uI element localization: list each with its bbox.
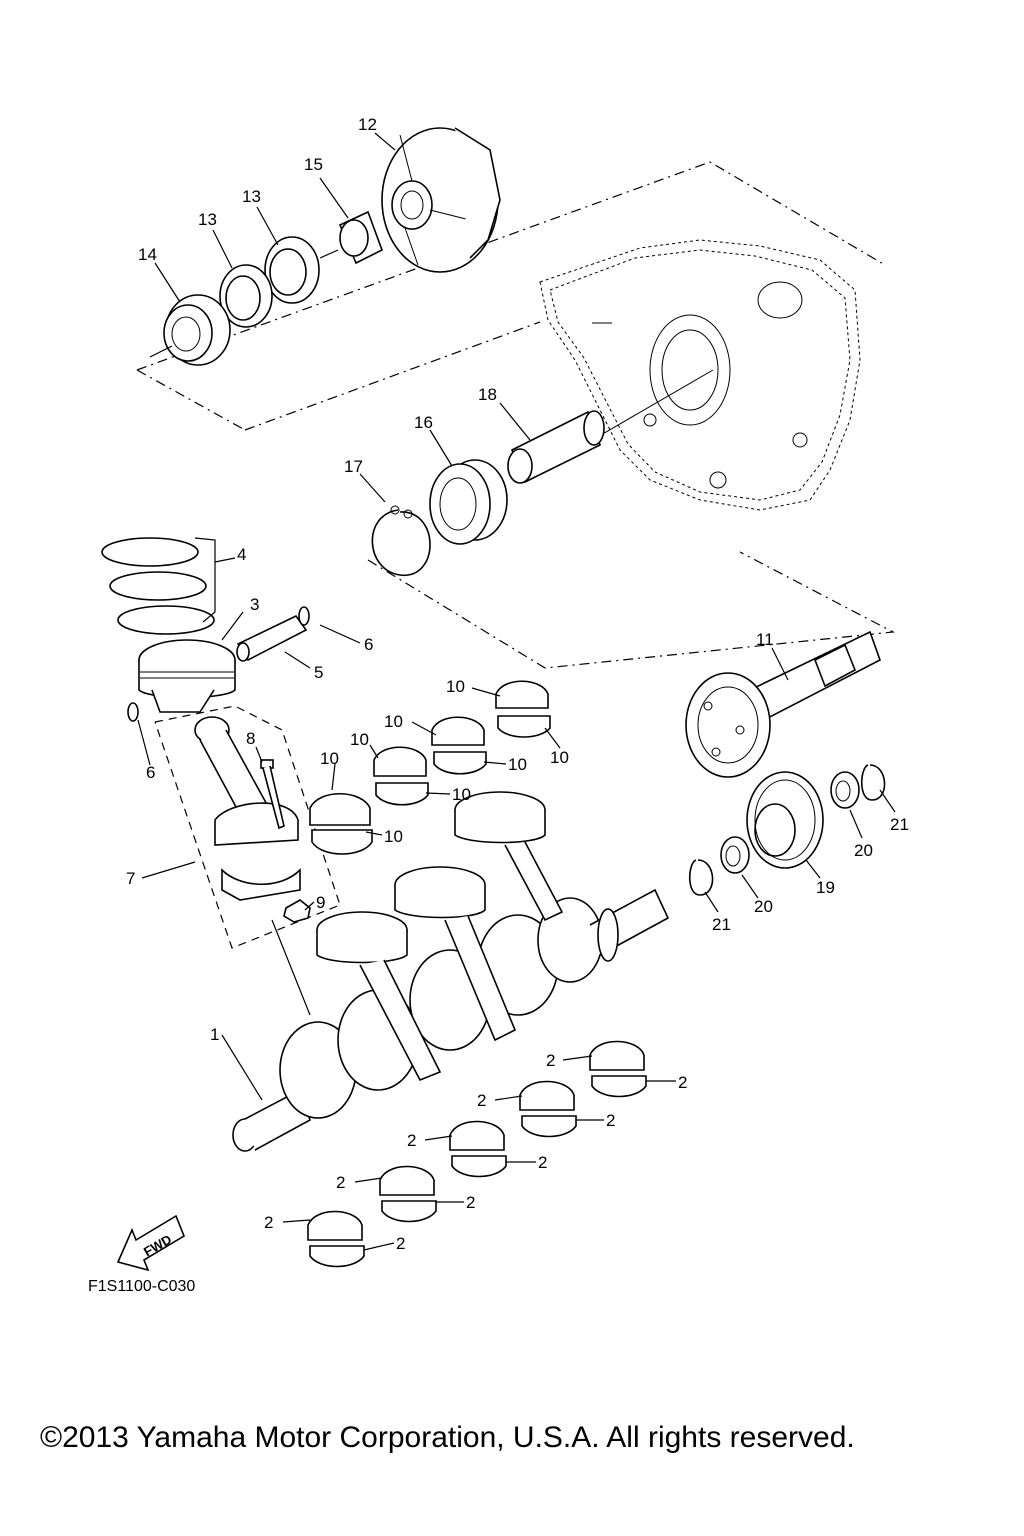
callout-2-f: 2 — [538, 1153, 547, 1172]
part-18-collar — [507, 410, 605, 484]
callout-12: 12 — [358, 115, 377, 134]
crankcase-cover-outline — [539, 239, 861, 511]
part-15-sleeve — [319, 210, 383, 265]
figure-code: F1S1100-C030 — [88, 1278, 195, 1295]
fwd-arrow-icon: FWD — [116, 1214, 185, 1272]
callout-20-a: 20 — [854, 841, 873, 860]
callout-labels: 12 15 13 13 14 18 16 17 4 3 6 5 6 8 7 9 … — [126, 115, 909, 1253]
part-16-bearing — [429, 459, 508, 545]
callout-7: 7 — [126, 869, 135, 888]
part-9-nut — [283, 899, 311, 923]
callout-19: 19 — [816, 878, 835, 897]
callout-2-g: 2 — [336, 1173, 345, 1192]
callout-2-b: 2 — [678, 1073, 687, 1092]
callout-3: 3 — [250, 595, 259, 614]
callout-17: 17 — [344, 457, 363, 476]
part-10-bearings — [309, 680, 551, 855]
part-17-circlip — [371, 505, 431, 576]
callout-10-b: 10 — [550, 748, 569, 767]
part-3-piston — [138, 639, 236, 713]
callout-10-f: 10 — [452, 785, 471, 804]
callout-11: 11 — [756, 630, 774, 649]
part-21-circlip-a — [860, 764, 886, 801]
callout-15: 15 — [304, 155, 323, 174]
callout-13-a: 13 — [242, 187, 261, 206]
callout-14: 14 — [138, 245, 157, 264]
callout-10-e: 10 — [350, 730, 369, 749]
callout-5: 5 — [314, 663, 323, 682]
callout-2-i: 2 — [264, 1213, 273, 1232]
callout-2-e: 2 — [407, 1131, 416, 1150]
part-1-crankshaft — [232, 791, 670, 1152]
callout-10-h: 10 — [384, 827, 403, 846]
upper-assembly-frame — [136, 161, 886, 431]
callout-2-d: 2 — [606, 1111, 615, 1130]
copyright-text: ©2013 Yamaha Motor Corporation, U.S.A. A… — [40, 1421, 855, 1454]
callout-10-g: 10 — [320, 749, 339, 768]
part-13-seal-a — [264, 236, 320, 304]
callout-18: 18 — [478, 385, 497, 404]
part-8-bolt — [260, 759, 285, 830]
callout-8: 8 — [246, 729, 255, 748]
callout-20-b: 20 — [754, 897, 773, 916]
part-12-housing — [381, 127, 501, 273]
part-6-clip-b — [127, 702, 139, 722]
callout-2-c: 2 — [477, 1091, 486, 1110]
callout-16: 16 — [414, 413, 433, 432]
leader-lines — [137, 132, 896, 1251]
part-5-piston-pin — [236, 614, 308, 662]
part-6-clip-a — [298, 606, 310, 626]
callout-10-d: 10 — [508, 755, 527, 774]
callout-21-a: 21 — [890, 815, 909, 834]
callout-21-b: 21 — [712, 915, 731, 934]
callout-13-b: 13 — [198, 210, 217, 229]
part-19-gear — [746, 771, 824, 869]
part-11-shaft-gear — [685, 630, 881, 778]
callout-10-c: 10 — [384, 712, 403, 731]
part-4-piston-rings — [101, 537, 236, 635]
callout-6-b: 6 — [146, 763, 155, 782]
callout-1: 1 — [210, 1025, 219, 1044]
part-14-bearing — [149, 294, 231, 366]
part-21-circlip-b — [688, 859, 714, 896]
callout-2-h: 2 — [466, 1193, 475, 1212]
callout-2-j: 2 — [396, 1234, 405, 1253]
part-13-seal-b — [219, 264, 273, 328]
part-2-main-bearings — [307, 1040, 647, 1268]
callout-6-a: 6 — [364, 635, 373, 654]
part-20-washer-b — [720, 836, 750, 874]
callout-2-a: 2 — [546, 1051, 555, 1070]
part-20-washer-a — [830, 771, 860, 809]
callout-4: 4 — [237, 545, 246, 564]
callout-10-a: 10 — [446, 677, 465, 696]
callout-9: 9 — [316, 893, 325, 912]
